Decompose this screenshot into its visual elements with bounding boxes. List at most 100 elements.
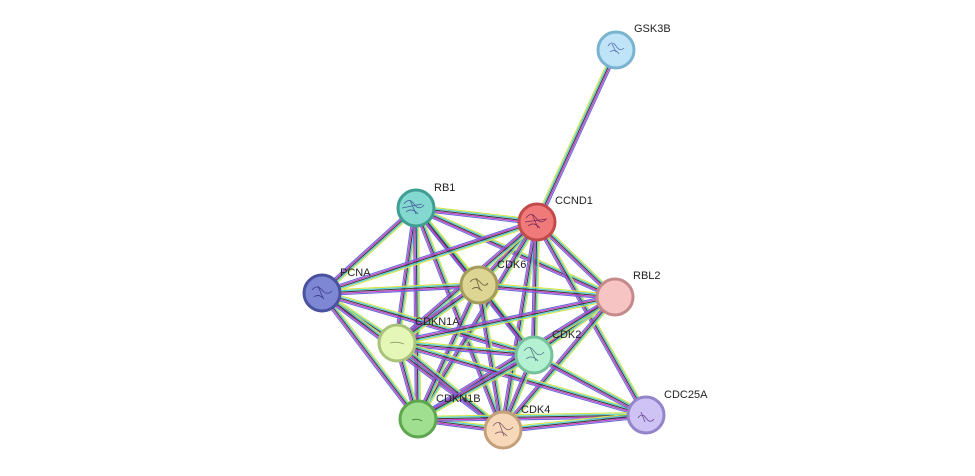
edge-ccnd1-pcna [321, 219, 538, 296]
node-cdk6[interactable]: CDK6 [459, 259, 526, 305]
edge-strand [478, 287, 615, 301]
edge-strand [398, 340, 505, 429]
node-rbl2[interactable]: RBL2 [595, 270, 661, 317]
edge-strand [504, 298, 618, 433]
node-cdc25a-label: CDC25A [664, 389, 708, 401]
edge-strand [416, 204, 538, 220]
edge-strand [503, 415, 647, 432]
node-cdc25a-circle[interactable] [626, 395, 666, 435]
edge-strand [417, 353, 534, 419]
nodes-layer: GSK3B RB1 CCND1 PCNA CDK6 RBL2 [302, 23, 708, 450]
node-gsk3b[interactable]: GSK3B [596, 23, 671, 70]
edge-strand [397, 341, 535, 355]
edge-strand [417, 411, 646, 417]
edge-strand [503, 222, 539, 431]
node-rb1-circle[interactable] [396, 188, 436, 228]
edge-strand [479, 281, 616, 295]
edge-strand [396, 345, 534, 359]
edge-strand [416, 207, 420, 419]
protein-structure-icon [311, 285, 333, 300]
edge-strand [418, 207, 422, 419]
edge-strand [415, 207, 504, 431]
node-cdk6-circle[interactable] [459, 265, 499, 305]
node-ccnd1[interactable]: CCND1 [517, 195, 593, 242]
node-cdk2[interactable]: CDK2 [514, 329, 581, 375]
edge-strand [503, 297, 617, 432]
node-cdc25a[interactable]: CDC25A [626, 389, 708, 435]
node-pcna[interactable]: PCNA [302, 267, 371, 313]
edge-strand [321, 284, 480, 294]
edge-strand [418, 285, 481, 420]
edge-strand [537, 221, 648, 415]
edge-strand [502, 411, 646, 428]
node-ccnd1-circle[interactable] [517, 202, 557, 242]
node-rbl2-circle[interactable] [595, 277, 635, 317]
edge-strand [323, 209, 419, 296]
edge-strand [477, 285, 503, 431]
edge-strand [418, 356, 536, 422]
edge-strand [321, 281, 479, 291]
edge-rb1-ccnd1 [415, 204, 538, 226]
protein-structure-icon [524, 213, 548, 229]
edge-strand [535, 222, 646, 416]
edge-strand [502, 413, 646, 430]
node-cdkn1a-label: CDKN1A [415, 316, 460, 328]
edge-strand [413, 208, 502, 432]
edge-strand [417, 354, 535, 420]
edge-cdk2-cdc25a [532, 352, 648, 418]
edge-strand [417, 413, 646, 419]
edge-strand [417, 414, 647, 420]
edge-strand [538, 220, 649, 414]
node-cdk4-circle[interactable] [483, 410, 523, 450]
edge-pcna-cdkn1b [319, 291, 421, 421]
node-cdkn1a-circle[interactable] [377, 323, 417, 363]
node-cdkn1a[interactable]: CDKN1A [377, 316, 460, 363]
node-pcna-circle[interactable] [302, 273, 342, 313]
edge-strand [502, 221, 538, 431]
edge-strand [417, 284, 480, 420]
edge-strand [537, 50, 618, 223]
edge-strand [322, 287, 480, 297]
edge-strand [417, 221, 538, 420]
edge-strand [320, 294, 502, 433]
edge-strand [321, 221, 538, 294]
edge-strand [533, 355, 646, 417]
edge-strand [322, 223, 538, 296]
node-cdk2-label: CDK2 [552, 329, 581, 341]
protein-structure-icon [389, 341, 405, 345]
protein-structure-icon [637, 411, 655, 423]
edge-ccnd1-gsk3b [534, 48, 619, 224]
edge-strand [322, 291, 420, 419]
edge-strand [397, 297, 616, 345]
edge-strand [319, 294, 417, 421]
edge-rbl2-cdkn1a [396, 293, 616, 347]
node-gsk3b-circle[interactable] [596, 30, 636, 70]
edge-strand [475, 285, 501, 431]
edge-strand [321, 219, 537, 292]
edge-strand [415, 207, 419, 420]
edge-strand [395, 207, 416, 343]
edge-strand [397, 299, 616, 347]
node-cdk2-circle[interactable] [514, 335, 554, 375]
edge-strand [321, 293, 534, 357]
edge-strand [501, 221, 537, 430]
node-cdkn1b-label: CDKN1B [436, 393, 481, 405]
node-cdkn1b[interactable]: CDKN1B [398, 393, 481, 439]
node-cdk4[interactable]: CDK4 [483, 404, 550, 450]
edge-strand [536, 49, 617, 223]
node-rb1[interactable]: RB1 [396, 182, 455, 228]
edge-strand [322, 208, 418, 295]
edge-strand [396, 207, 417, 344]
edge-strand [412, 208, 416, 420]
edge-strand [479, 284, 505, 430]
edge-strand [533, 354, 647, 416]
edge-strand [532, 356, 646, 418]
edge-strand [418, 222, 539, 420]
edge-rbl2-cdk4 [500, 294, 618, 433]
edge-strand [419, 223, 540, 421]
edge-strand [396, 295, 615, 343]
edge-strand [393, 207, 414, 343]
edge-strand [414, 208, 503, 431]
edge-strand [321, 283, 479, 293]
edge-strand [320, 206, 416, 293]
